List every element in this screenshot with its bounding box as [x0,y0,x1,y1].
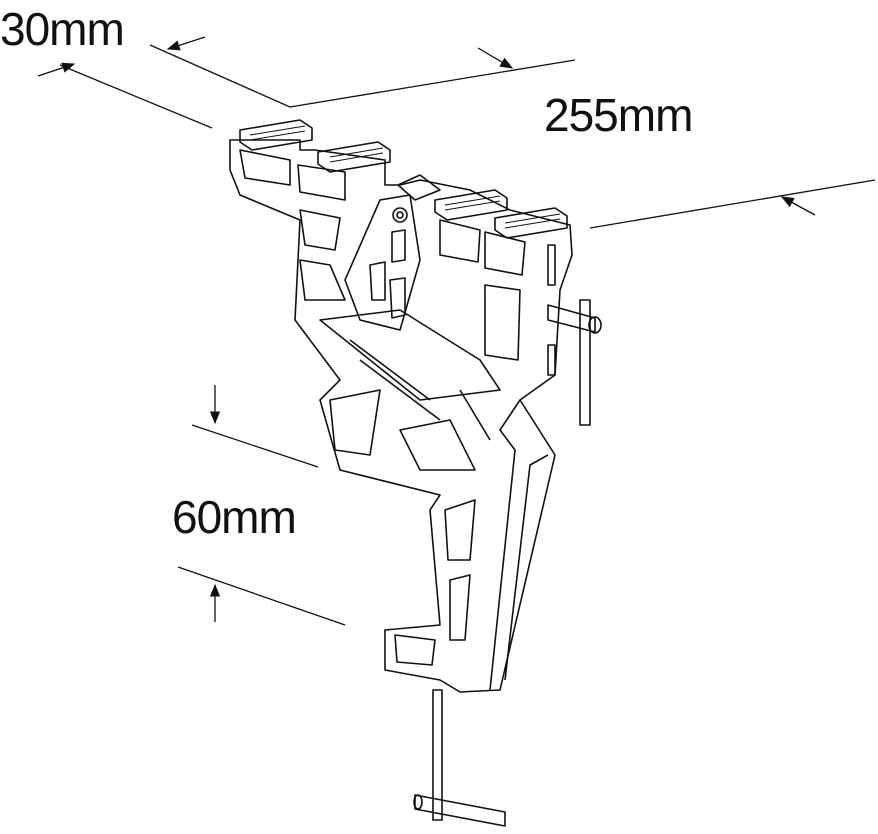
width-dimension-label: 255mm [544,89,693,141]
depth-dimension-label: 30mm [0,3,125,55]
clamp-dimension-label: 60mm [172,491,297,543]
vise-body [229,119,602,827]
dimension-lines [37,36,876,626]
